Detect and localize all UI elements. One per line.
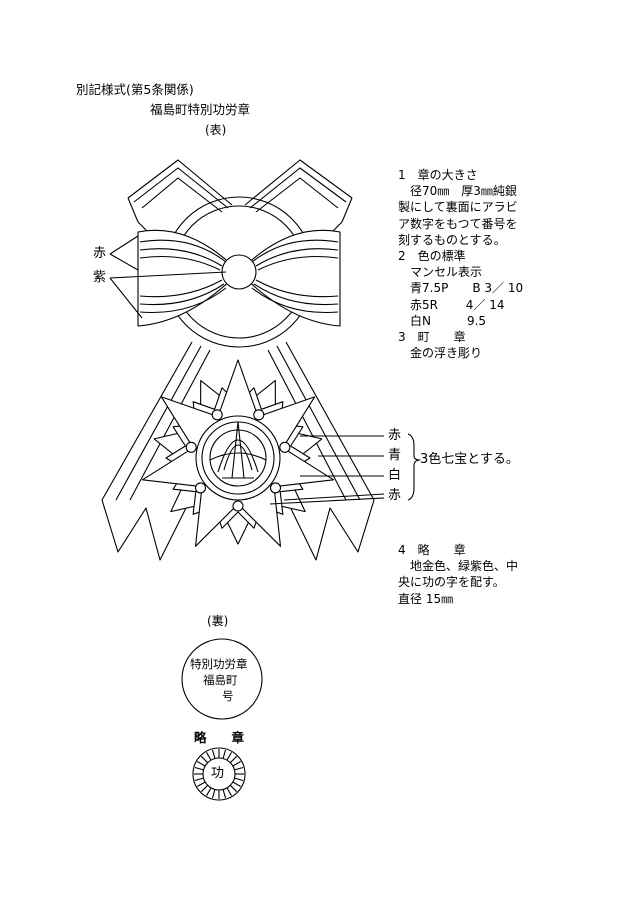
mini-badge-spoke: [222, 789, 227, 799]
enamel-label-red-1: 赤: [388, 428, 402, 443]
spec-item-2-num: 2: [398, 248, 406, 263]
back-text-line-3: 号: [222, 689, 234, 703]
badge-star: [141, 359, 335, 547]
ribbon-leader-lines: [109, 235, 227, 319]
back-label: (裏): [207, 614, 229, 628]
mini-badge-spoke: [232, 781, 241, 787]
mini-badge-spoke: [200, 755, 209, 764]
spec-item-4-line-1: 地金色、緑紫色、中: [410, 559, 519, 574]
mini-badge-char: 功: [211, 766, 225, 781]
mini-badge-spoke: [197, 781, 206, 787]
spec-item-1-line-2: 製にして裏面にアラビ: [398, 200, 518, 215]
mini-badge-spoke: [232, 761, 241, 767]
mini-badge-spoke: [229, 784, 238, 793]
enamel-label-white: 白: [388, 468, 402, 483]
badge-bead: [232, 500, 244, 512]
upper-ribbon: [127, 159, 353, 233]
spec-item-1-line-1: 径70㎜ 厚3㎜純銀: [410, 184, 517, 199]
spec-item-3-line-1: 金の浮き彫り: [410, 346, 483, 361]
enamel-leader-lines: [269, 433, 421, 505]
badge-bead: [185, 441, 197, 453]
spec-item-4-title: 略 章: [417, 543, 466, 557]
mini-badge-spoke: [234, 777, 244, 782]
front-label: (表): [205, 123, 227, 137]
mini-badge-spoke: [226, 787, 232, 796]
back-face-circle: [181, 638, 263, 720]
lower-ribbons: [101, 341, 375, 561]
badge-bead: [279, 441, 291, 453]
badge-bead: [211, 409, 223, 421]
spec-item-2-line-3: 赤5R 4／ 14: [410, 297, 505, 312]
bow-knot: [221, 254, 257, 290]
spec-item-2-title: 色の標準: [417, 248, 466, 263]
spec-item-4-num: 4: [398, 543, 406, 557]
mini-badge-spoke: [206, 752, 212, 761]
badge-bead: [269, 482, 282, 494]
bow-stripes: [139, 239, 339, 314]
form-label: 別記様式(第5条関係): [76, 82, 194, 97]
mini-badge: [192, 747, 246, 801]
ribbon-label-red: 赤: [93, 246, 107, 261]
spec-item-2-line-2: 青7.5P B 3／ 10: [410, 281, 524, 296]
mini-badge-spoke: [194, 777, 204, 782]
enamel-label-blue: 青: [388, 448, 402, 463]
spec-item-2-line-4: 白N 9.5: [410, 313, 487, 328]
spec-item-4-line-2: 央に功の字を配す。: [398, 575, 505, 590]
spec-item-4-line-3: 直径 15㎜: [398, 591, 454, 606]
spec-item-1-line-3: ア数字をもつて番号を: [398, 216, 518, 231]
badge-bead: [194, 482, 207, 494]
badge-beads: [185, 409, 291, 512]
mini-badge-spoke: [234, 766, 244, 771]
mini-badge-spoke: [206, 787, 212, 796]
page-title: 福島町特別功労章: [150, 102, 251, 117]
mini-badge-spoke: [197, 761, 206, 767]
spec-item-1-title: 章の大きさ: [417, 168, 478, 182]
spec-item-3-title: 町 章: [417, 329, 466, 344]
badge-bead: [253, 409, 265, 421]
back-text-line-1: 特別功労章: [190, 657, 248, 671]
mini-badge-spoke: [229, 755, 238, 764]
mini-badge-spoke: [200, 784, 209, 793]
mini-badge-spoke: [211, 789, 216, 799]
town-emblem: [209, 421, 267, 479]
spec-item-4: 4 略 章 地金色、緑紫色、中 央に功の字を配す。 直径 15㎜: [398, 542, 518, 607]
ribbon-label-purple: 紫: [93, 270, 107, 285]
mini-badge-label: 略 章: [194, 730, 245, 745]
enamel-note: 3色七宝とする。: [420, 452, 519, 467]
spec-item-1: 1 章の大きさ 径70㎜ 厚3㎜純銀 製にして裏面にアラビ ア数字をもつて番号を…: [398, 167, 523, 361]
mini-badge-spoke: [194, 766, 204, 771]
mini-badge-spoke: [211, 749, 216, 759]
enamel-label-red-2: 赤: [388, 488, 402, 503]
spec-item-1-line-4: 刻するものとする。: [398, 232, 506, 247]
spec-item-3-num: 3: [398, 329, 406, 344]
mini-badge-spoke: [222, 749, 227, 759]
back-text-line-2: 福島町: [203, 673, 238, 687]
spec-item-2-line-1: マンセル表示: [410, 265, 483, 280]
spec-item-1-num: 1: [398, 168, 406, 182]
mini-badge-spoke: [226, 752, 232, 761]
